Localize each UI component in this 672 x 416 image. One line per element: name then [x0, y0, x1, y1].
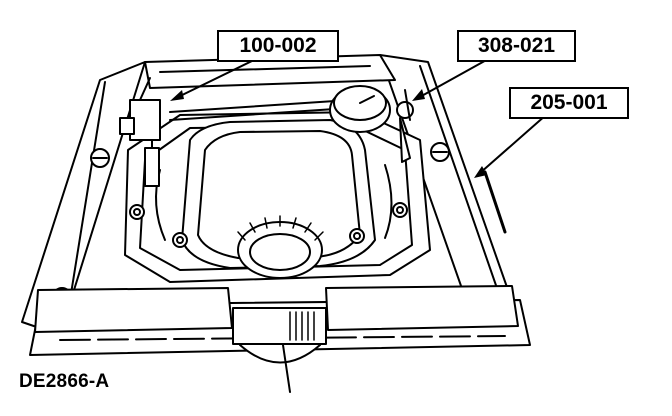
figure-id-label: DE2866-A: [19, 371, 110, 392]
leader-arrowheads: [170, 89, 487, 178]
dial-indicator: [169, 85, 414, 163]
leader-lines: [175, 57, 547, 174]
magnetic-base-bracket: [119, 77, 161, 187]
carrier-housing: [124, 111, 431, 283]
front-clamp-plates: [34, 285, 519, 393]
callout-tool-308-021: 308-021: [457, 30, 576, 62]
callout-tool-100-002: 100-002: [217, 30, 339, 62]
callout-tool-205-001: 205-001: [509, 87, 629, 119]
